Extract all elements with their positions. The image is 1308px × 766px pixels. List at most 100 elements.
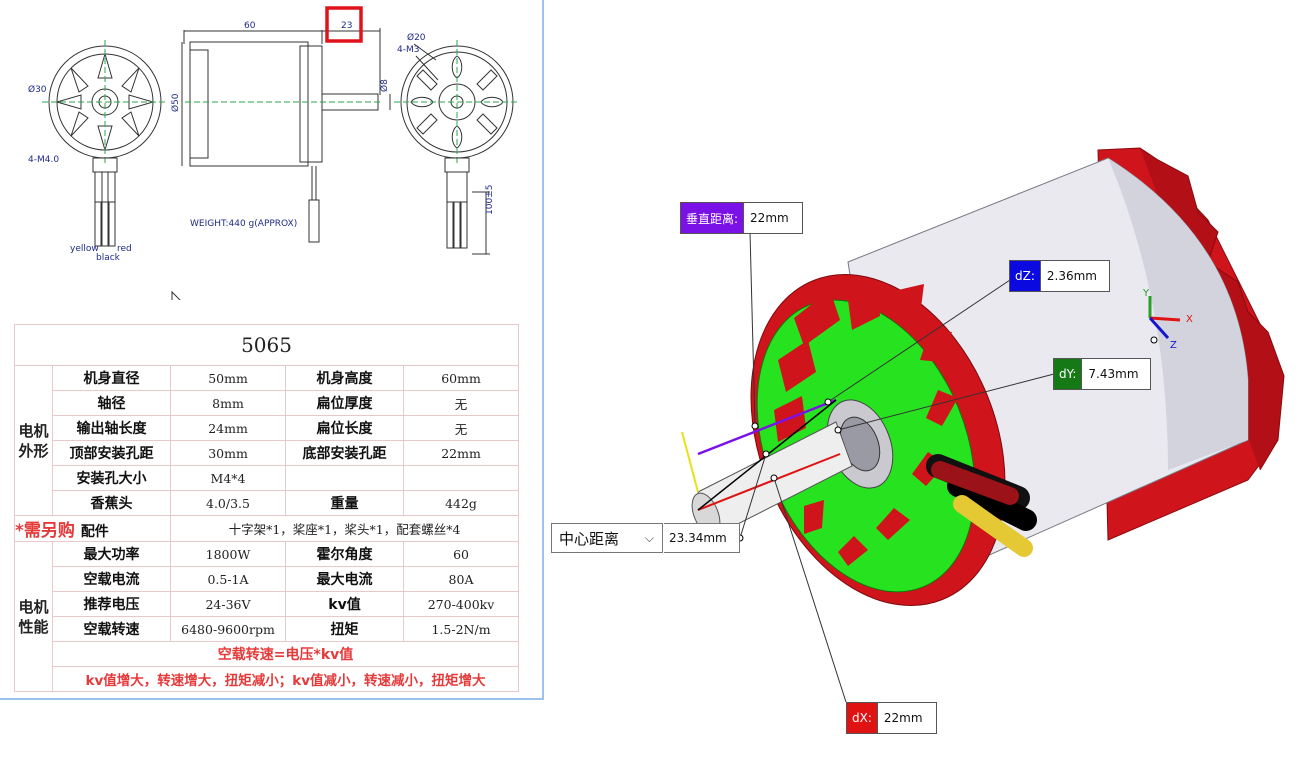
wire-yellow xyxy=(953,495,1033,557)
axis-y-label: Y xyxy=(1142,288,1150,299)
x-axis-icon xyxy=(1149,316,1181,322)
anchor-point[interactable] xyxy=(834,426,842,434)
table-row: 电机性能 最大功率 1800W 霍尔角度 60 xyxy=(14,541,520,692)
z-axis-icon xyxy=(1148,316,1170,340)
spec-label: 机身高度 xyxy=(285,365,404,391)
dim-60: 60 xyxy=(244,21,256,31)
measurement-lines xyxy=(681,231,1158,703)
spec-value: 1.5-2N/m xyxy=(402,616,520,642)
group-label-performance: 电机性能 xyxy=(14,541,53,692)
spec-label: 底部安装孔距 xyxy=(285,440,404,466)
spec-value: 270-400kv xyxy=(402,591,520,617)
table-row: 推荐电压 24-36V kv值 270-400kv xyxy=(15,591,520,617)
wire-yellow-label: yellow xyxy=(70,244,99,254)
leader-dx xyxy=(773,477,847,703)
accessory-value: 十字架*1，桨座*1，桨头*1，配套螺丝*4 xyxy=(169,515,520,542)
anchor-point[interactable] xyxy=(824,398,832,406)
spec-value: 0.5-1A xyxy=(170,566,286,592)
kv-note: kv值增大，转速增大，扭矩减小；kv值减小，转速减小，扭矩增大 xyxy=(51,666,520,692)
dim-4m3: 4-M3 xyxy=(397,45,419,55)
table-row: 顶部安装孔距 30mm 底部安装孔距 22mm xyxy=(15,440,520,466)
spec-label: 空载电流 xyxy=(52,566,171,592)
spec-value: 60mm xyxy=(402,365,520,391)
leader-dz xyxy=(827,279,1011,403)
vertical-distance-label: 垂直距离: xyxy=(681,203,744,233)
table-row: 空载电流 0.5-1A 最大电流 80A xyxy=(15,566,520,592)
chevron-down-icon: ⌵ xyxy=(644,531,654,545)
wire-black-label: black xyxy=(96,253,121,263)
accessory-label: 配件 xyxy=(80,524,109,540)
motor-model[interactable] xyxy=(687,147,1285,644)
3d-viewport[interactable]: Y X Z xyxy=(548,0,1308,766)
table-row: 输出轴长度 24mm 扁位长度 无 xyxy=(15,415,520,441)
wire-black-2 xyxy=(947,475,1037,531)
dx-callout[interactable]: dX: 22mm xyxy=(846,702,937,734)
table-row: 轴径 8mm 扁位厚度 无 xyxy=(15,390,520,416)
vertical-distance-callout[interactable]: 垂直距离: 22mm xyxy=(680,202,804,234)
spec-label: 重量 xyxy=(285,490,404,516)
spec-label: 顶部安装孔距 xyxy=(52,440,171,466)
spec-value: 24-36V xyxy=(170,591,286,617)
spec-value: 8mm xyxy=(170,390,286,416)
spec-label: 推荐电压 xyxy=(52,591,171,617)
image-viewer-panel: Ø30 4-M4.0 yellow red black 60 23 Ø50 Ø8… xyxy=(0,0,544,700)
distance-mode-value: 中心距离 xyxy=(559,529,620,548)
spec-label: 安装孔大小 xyxy=(52,465,171,491)
anchor-point[interactable] xyxy=(1150,336,1158,344)
spec-label: 最大电流 xyxy=(285,566,404,592)
note-row: 空载转速=电压*kv值 xyxy=(15,641,520,667)
spec-value: 80A xyxy=(402,566,520,592)
dim-23: 23 xyxy=(341,21,352,31)
spec-value: 无 xyxy=(402,415,520,441)
dy-callout[interactable]: dY: 7.43mm xyxy=(1053,358,1152,390)
anchor-point[interactable] xyxy=(762,450,770,458)
mouse-pointer-icon xyxy=(171,290,181,300)
front-view xyxy=(42,40,168,247)
spec-value: 24mm xyxy=(170,415,286,441)
anchor-point[interactable] xyxy=(751,422,759,430)
axis-z-label: Z xyxy=(1170,340,1177,351)
dim-d30: Ø30 xyxy=(28,84,47,95)
leader-dy xyxy=(837,373,1055,431)
wire-red-label: red xyxy=(117,244,132,254)
spec-value: 22mm xyxy=(402,440,520,466)
axis-triad[interactable]: Y X Z xyxy=(1142,288,1193,351)
accessory-row: *需另购 配件 十字架*1，桨座*1，桨头*1，配套螺丝*4 xyxy=(14,515,520,542)
spec-value: 4.0/3.5 xyxy=(170,490,286,516)
center-distance-value: 23.34mm xyxy=(664,523,740,553)
table-row: 香蕉头 4.0/3.5 重量 442g xyxy=(15,490,520,516)
anchor-point[interactable] xyxy=(770,474,778,482)
spec-label xyxy=(285,465,404,491)
formula-note: 空载转速=电压*kv值 xyxy=(51,641,520,667)
note-row: kv值增大，转速增大，扭矩减小；kv值减小，转速减小，扭矩增大 xyxy=(15,666,520,692)
table-title-row: 5065 xyxy=(13,324,520,366)
spec-value xyxy=(402,465,520,491)
spec-table: 5065 电机外形 机身直径 50mm 机身高度 60mm 轴径 8mm 扁位厚… xyxy=(13,324,520,692)
rear-view xyxy=(394,40,520,249)
distance-mode-select[interactable]: 中心距离 ⌵ xyxy=(551,523,663,553)
can-shade xyxy=(1108,158,1248,470)
table-row: 空载转速 6480-9600rpm 扭矩 1.5-2N/m xyxy=(15,616,520,642)
vertical-distance-line xyxy=(697,398,837,456)
spec-label: 轴径 xyxy=(52,390,171,416)
spec-label: 最大功率 xyxy=(52,541,171,567)
wire-red xyxy=(931,461,1019,505)
need-buy-label: *需另购 xyxy=(15,521,75,541)
spec-value: 1800W xyxy=(170,541,286,567)
dz-callout[interactable]: dZ: 2.36mm xyxy=(1009,260,1110,292)
dim-4m4: 4-M4.0 xyxy=(28,155,59,165)
dx-label: dX: xyxy=(847,703,877,733)
table-title: 5065 xyxy=(13,324,520,366)
spec-label: 扁位长度 xyxy=(285,415,404,441)
dx-value: 22mm xyxy=(876,703,936,733)
spec-value: 30mm xyxy=(170,440,286,466)
side-view xyxy=(181,28,490,255)
spec-value: 60 xyxy=(402,541,520,567)
spec-value: M4*4 xyxy=(170,465,286,491)
highlight-box xyxy=(325,6,363,43)
axis-x-label: X xyxy=(1186,314,1193,325)
motor-technical-drawing: Ø30 4-M4.0 yellow red black 60 23 Ø50 Ø8… xyxy=(28,6,520,300)
spec-value: 50mm xyxy=(170,365,286,391)
spec-value: 6480-9600rpm xyxy=(170,616,286,642)
spec-label: 扁位厚度 xyxy=(285,390,404,416)
